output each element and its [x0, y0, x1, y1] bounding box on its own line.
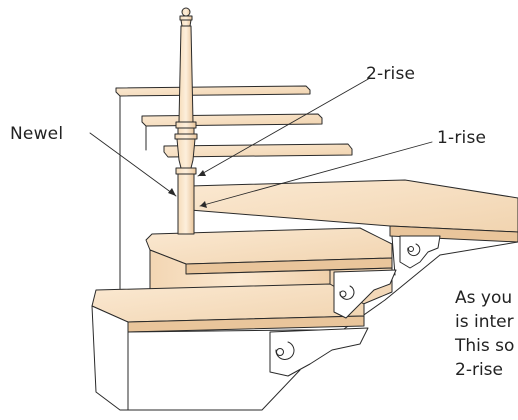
newel-post	[174, 7, 198, 235]
label-2-rise: 2-rise	[366, 64, 416, 84]
leader-lines	[89, 77, 433, 207]
label-newel: Newel	[10, 124, 64, 144]
bottom-tread	[91, 283, 365, 333]
caption-line-1: As you	[455, 288, 513, 308]
caption-line-2: is inter	[455, 312, 514, 332]
scroll-bracket-lower	[269, 327, 369, 377]
arrowheads	[168, 170, 207, 208]
label-1-rise: 1-rise	[437, 128, 487, 148]
caption-line-4: 2-rise	[455, 360, 503, 380]
caption-line-3: This so	[455, 336, 515, 356]
second-landing-board	[163, 143, 353, 158]
scroll-bracket-upper	[399, 235, 441, 269]
scroll-bracket-middle	[333, 269, 397, 319]
middle-tread	[145, 227, 393, 275]
handrail-top	[115, 85, 311, 97]
